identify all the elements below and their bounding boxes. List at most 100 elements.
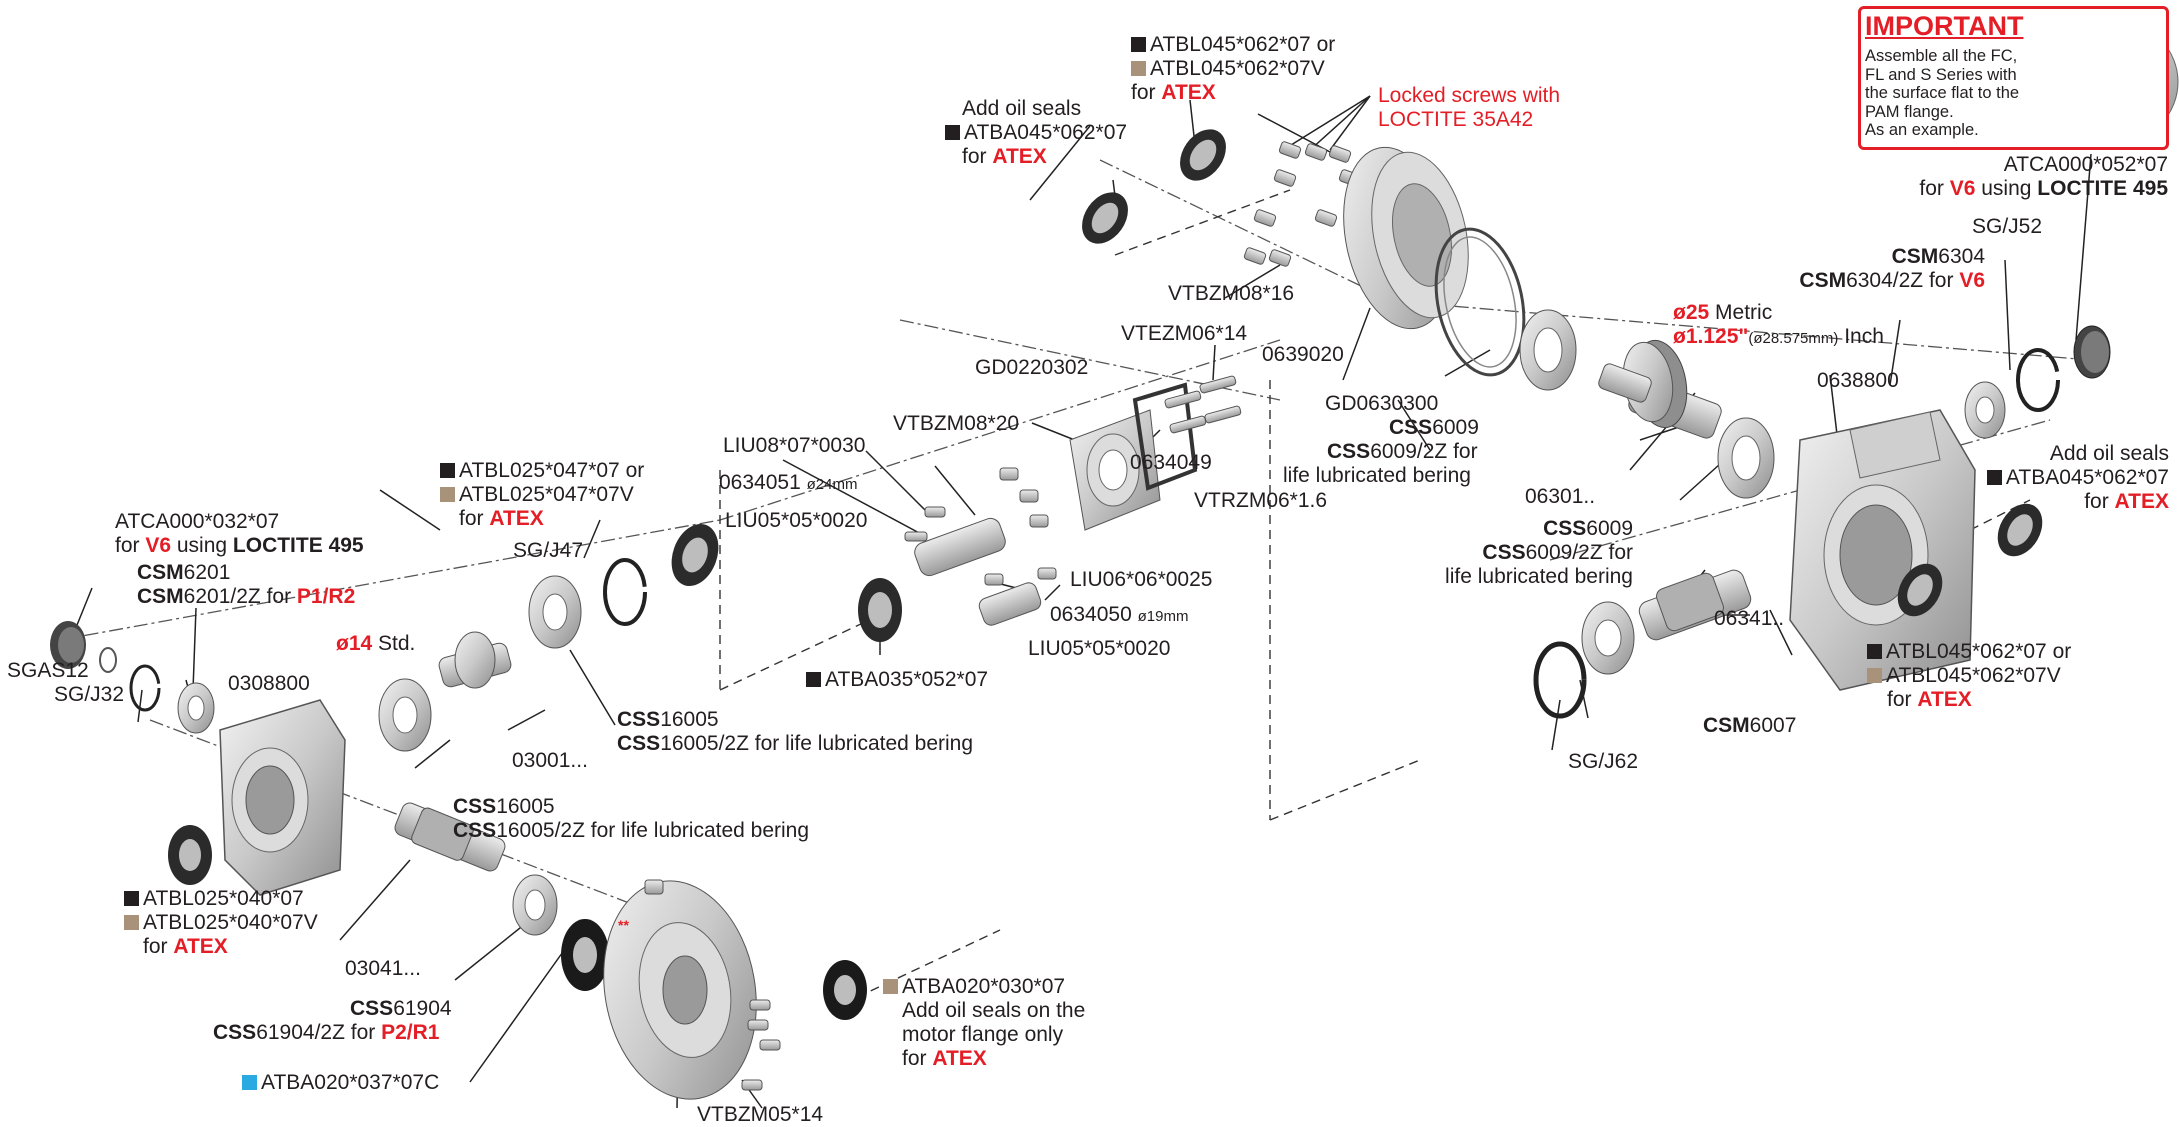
position-text: P2/R1 (381, 1021, 440, 1044)
bearing-css16005-lower (378, 678, 432, 752)
label-css16005-b: CSS16005 CSS16005/2Z for life lubricated… (453, 795, 809, 843)
part-code: ATBA045*062*07 (964, 121, 1128, 144)
dia-mm: ø24mm (806, 476, 858, 493)
important-line: FL and S Series with (1865, 65, 2017, 84)
circlip-sgj47 (603, 558, 647, 626)
v6-text: V6 (145, 534, 172, 557)
bearing-css61904 (512, 874, 558, 936)
oilseal-line: Add oil seals (2049, 442, 2169, 465)
tan-square-marker (440, 487, 455, 502)
part-code: ATCA000*052*07 (2003, 153, 2168, 176)
important-line: PAM flange. (1865, 102, 1954, 121)
label-atba020-030: ATBA020*030*07 Add oil seals on the moto… (883, 975, 1085, 1071)
part-number: 16005/2Z for life lubricated bering (660, 732, 974, 755)
label-atca032: ATCA000*032*07 for V6 using LOCTITE 495 (115, 510, 364, 558)
seal-atbl045-top (1180, 129, 1226, 181)
inch-text: Inch (1838, 325, 1884, 348)
cap-atca032 (50, 621, 86, 669)
tan-square-marker (1867, 668, 1882, 683)
label-css6009-a: GD0630300 CSS6009 CSS6009/2Z for life lu… (1283, 392, 1479, 488)
atex-text: ATEX (173, 935, 228, 958)
part-code: ATBL025*047*07V (459, 483, 634, 506)
adaptor-0634049 (1069, 409, 1161, 531)
housing-0308800 (219, 699, 346, 896)
label-vtbzm0514: VTBZM05*14 (697, 1103, 824, 1126)
label-vtbzm0816: VTBZM08*16 (1168, 282, 1295, 305)
label-csm6007: CSM6007 (1703, 714, 1796, 738)
part-code: ATBL045*062*07V (1886, 664, 2061, 687)
label-liu05-top: LIU05*05*0020 (725, 509, 868, 532)
bold-prefix: CSM (1799, 269, 1847, 292)
part-number: 6009 (1586, 517, 1633, 540)
part-number: 6009 (1432, 416, 1479, 439)
part-code: ATBA020*030*07 (902, 975, 1066, 998)
atex-text: ATEX (932, 1047, 987, 1070)
black-square-marker (1131, 37, 1146, 52)
label-diameter25: ø25 Metric ø1.125"(ø28.575mm) Inch (1673, 301, 1884, 351)
part-number: 16005/2Z for life lubricated bering (496, 819, 810, 842)
part-code: ATBL025*047*07 or (459, 459, 645, 482)
axis-lines (59, 159, 2091, 931)
seal-atba045-right (1997, 503, 2043, 557)
part-number: 6304/2Z for (1846, 269, 1960, 292)
part-number: 16005 (496, 795, 555, 818)
important-note-box: IMPORTANT Assemble all the FC, FL and S … (1858, 6, 2169, 150)
seal-atba020-030 (823, 960, 867, 1020)
bold-prefix: CSM (1891, 245, 1939, 268)
label-csm6201: CSM6201 CSM6201/2Z for P1/R2 (137, 561, 355, 609)
part-number: 6009/2Z for (1525, 541, 1633, 564)
atex-text: ATEX (1917, 688, 1972, 711)
label-csm6304: CSM6304 CSM6304/2Z for V6 (1790, 245, 1985, 293)
label-dia14: ø14 Std. (336, 632, 415, 656)
using-text: using (1975, 177, 2038, 200)
label-atba035: ATBA035*052*07 (806, 668, 988, 692)
loctite-text: LOCTITE 495 (232, 534, 364, 557)
circlip-sgj62 (1533, 641, 1587, 719)
bearing-csm6201 (177, 682, 215, 734)
seal-atbl025-040 (168, 825, 212, 885)
locked-screws-line: Locked screws with (1378, 84, 1561, 107)
dia-value: ø1.125" (1673, 325, 1749, 348)
bearing-css16005-upper (528, 575, 582, 649)
bold-prefix: CSS (350, 997, 394, 1020)
shaft-0634051 (914, 517, 1006, 577)
using-text: using (171, 534, 233, 557)
bold-prefix: CSS (617, 732, 661, 755)
label-vtezm0614: VTEZM06*14 (1121, 322, 1248, 345)
dia-value: ø25 (1673, 301, 1710, 324)
part-code: ATBA035*052*07 (825, 668, 989, 691)
part-code: ATBL045*062*07 or (1886, 640, 2072, 663)
cap-atca052 (2073, 325, 2111, 379)
label-atbl045-right: ATBL045*062*07 or ATBL045*062*07V for AT… (1867, 640, 2071, 712)
seal-atbl045-right (1897, 563, 1943, 617)
important-line: the surface flat to the (1865, 84, 2020, 102)
label-css6009-b: CSS6009 CSS6009/2Z for life lubricated b… (1428, 517, 1633, 589)
std-text: Std. (372, 632, 416, 655)
label-atca052: ATCA000*052*07 for V6 using LOCTITE 495 (1906, 153, 2168, 201)
label-oilseal-right: Add oil seals ATBA045*062*07 for ATEX (1974, 442, 2169, 514)
black-square-marker (945, 125, 960, 140)
part-code: ATBA045*062*07 (2005, 466, 2169, 489)
label-gd0220302: GD0220302 (975, 356, 1089, 379)
label-0308800: 0308800 (228, 672, 310, 695)
loctite-text: LOCTITE 495 (2037, 177, 2168, 200)
part-code: ATBL045*062*07 or (1150, 33, 1336, 56)
metric-text: Metric (1709, 301, 1773, 324)
part-code: ATBL045*062*07V (1150, 57, 1325, 80)
part-number: 61904/2Z for (256, 1021, 382, 1044)
bold-prefix: CSS (453, 795, 497, 818)
atex-text: ATEX (1161, 81, 1216, 104)
label-0634051: 0634051 ø24mm (719, 471, 857, 497)
black-square-marker (1986, 470, 2002, 485)
position-text: P1/R2 (296, 585, 356, 608)
label-0638800: 0638800 (1817, 369, 1899, 392)
tan-square-marker (883, 979, 898, 994)
gear-shaft-06301 (1598, 339, 1722, 439)
seal-atba045-top (1082, 192, 1128, 244)
important-line: Assemble all the FC, (1865, 47, 2018, 65)
seal-atba020-037 (561, 919, 609, 991)
part-number: 61904 (393, 997, 452, 1020)
oilseal-line: Add oil seals (962, 97, 1082, 120)
seal-atba035 (858, 578, 902, 642)
gasket-gd0220302 (1132, 382, 1198, 491)
